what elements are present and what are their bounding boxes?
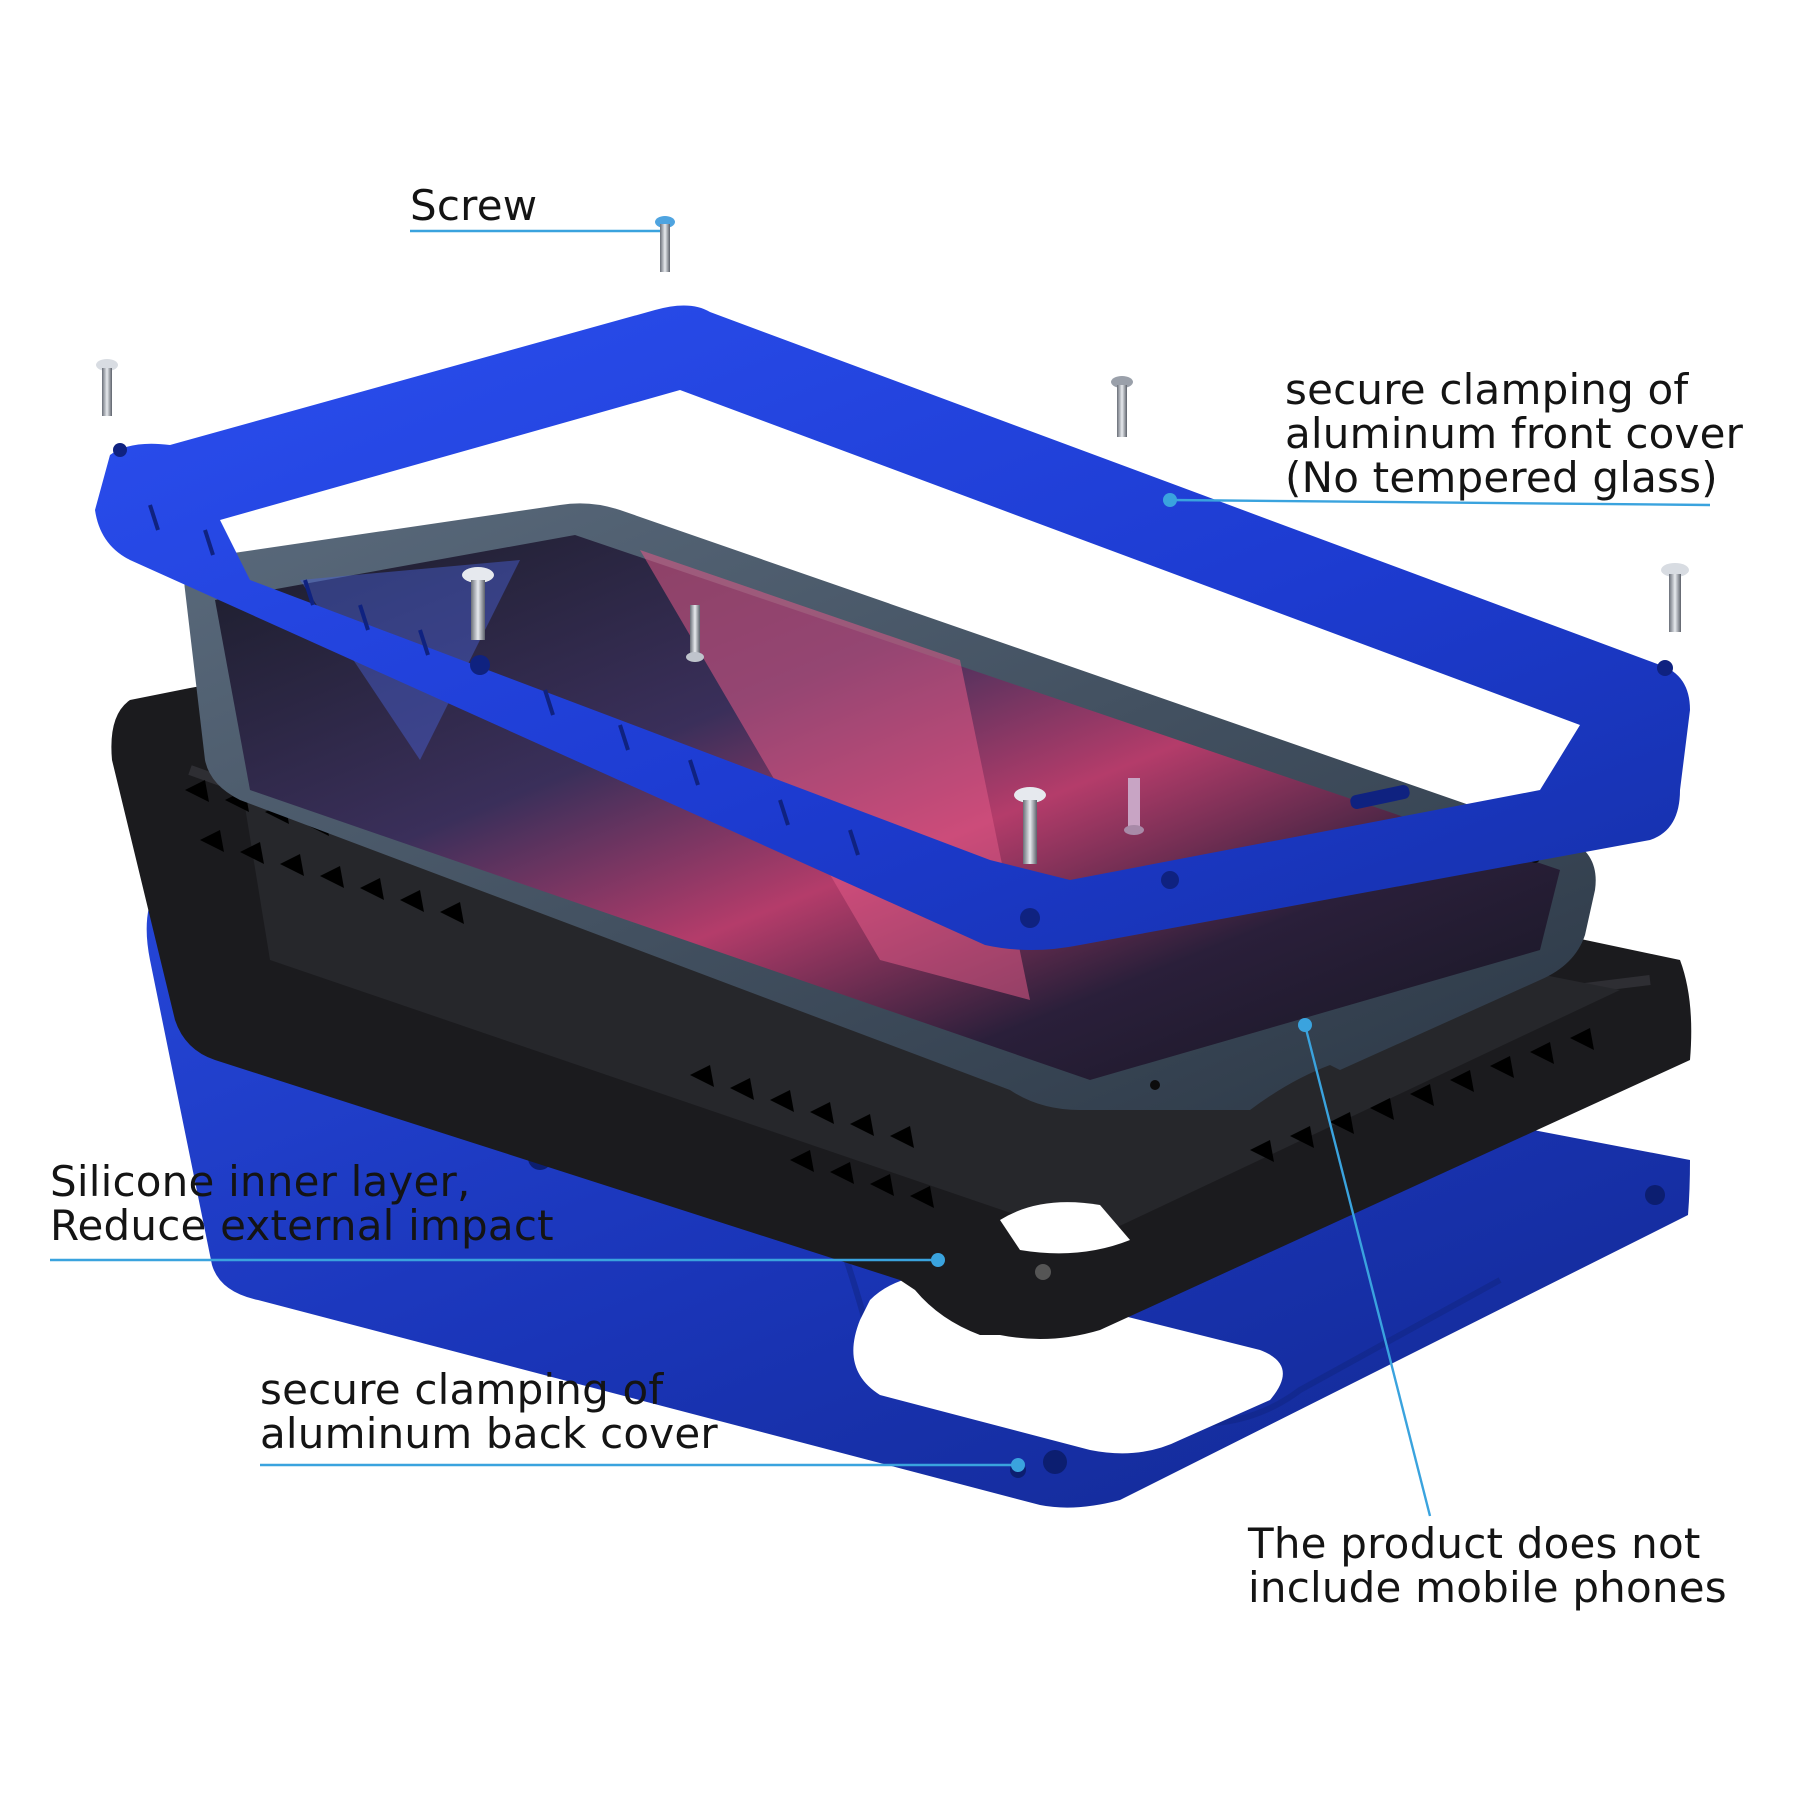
callout-silicone-line-2: Reduce external impact [50, 1201, 554, 1250]
leader-phone [1303, 1024, 1432, 1517]
screw-top [655, 216, 675, 272]
callout-front-cover-line-1: secure clamping of [1285, 365, 1689, 414]
dot-silicone [931, 1253, 945, 1267]
callout-back-cover: secure clamping of aluminum back cover [260, 1368, 718, 1456]
callout-phone-notice: The product does not include mobile phon… [1248, 1522, 1727, 1610]
callout-back-cover-line-2: aluminum back cover [260, 1409, 718, 1458]
callout-dots [931, 493, 1312, 1472]
screw-center-left [462, 567, 494, 640]
dot-front-cover [1163, 493, 1177, 507]
callout-screw: Screw [410, 184, 537, 228]
screw-top-left [96, 359, 118, 416]
callout-front-cover-line-3: (No tempered glass) [1285, 453, 1718, 502]
screw-center [686, 605, 704, 662]
callout-screw-text: Screw [410, 181, 538, 230]
callout-silicone: Silicone inner layer, Reduce external im… [50, 1160, 554, 1248]
callout-leader-lines [50, 229, 1711, 1517]
screw-right [1661, 563, 1689, 632]
callout-back-cover-line-1: secure clamping of [260, 1365, 664, 1414]
aluminum-front-frame [95, 305, 1690, 950]
callout-phone-line-1: The product does not [1248, 1519, 1701, 1568]
dot-phone [1298, 1018, 1312, 1032]
screw-center-far [1124, 778, 1144, 835]
dot-back-cover [1011, 1458, 1025, 1472]
callout-silicone-line-1: Silicone inner layer, [50, 1157, 471, 1206]
screws [96, 216, 1689, 864]
screw-center-right [1014, 787, 1046, 864]
leader-front-cover [1169, 498, 1711, 507]
callout-front-cover-line-2: aluminum front cover [1285, 409, 1744, 458]
screw-top-right [1111, 376, 1133, 437]
callout-phone-line-2: include mobile phones [1248, 1563, 1727, 1612]
callout-front-cover: secure clamping of aluminum front cover … [1285, 368, 1743, 500]
